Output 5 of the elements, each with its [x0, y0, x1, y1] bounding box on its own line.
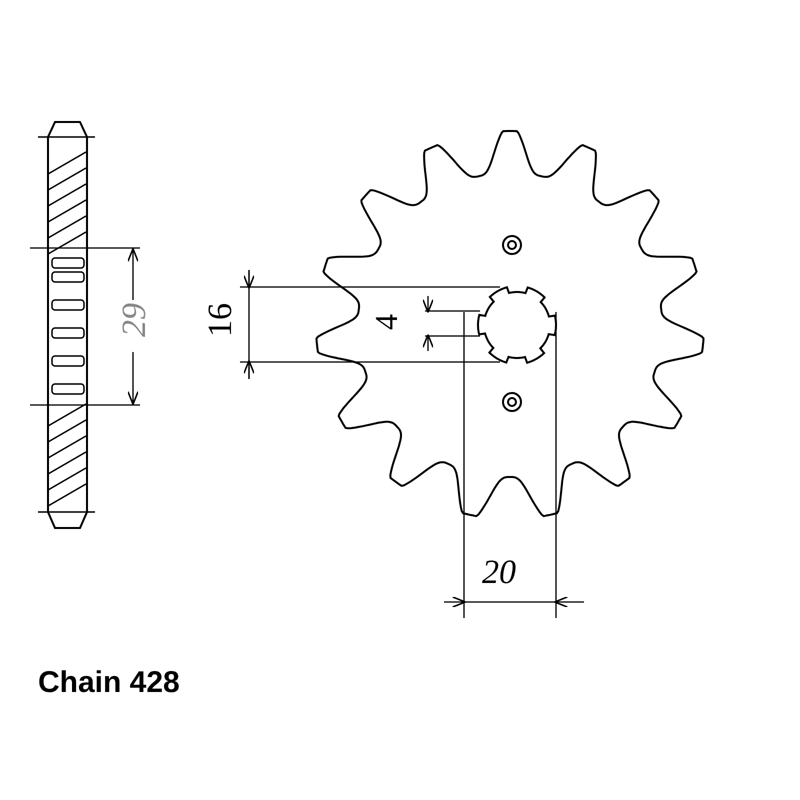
- dimension-label: 4: [370, 314, 402, 330]
- dimension-label: 16: [204, 303, 238, 337]
- dimension-label: 20: [482, 556, 516, 590]
- chain-size-label: Chain 428: [38, 668, 180, 698]
- dimension-label: 29: [118, 303, 152, 337]
